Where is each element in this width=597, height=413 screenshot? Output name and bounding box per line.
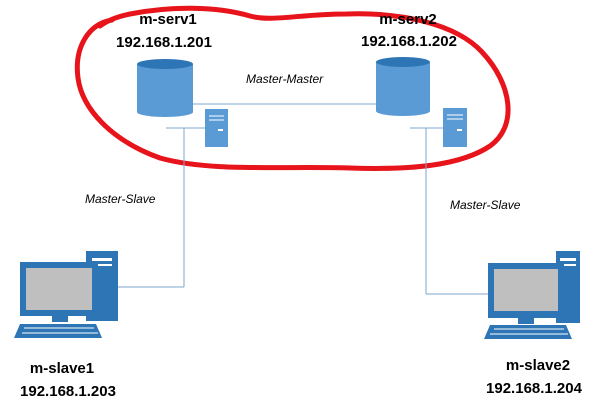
master-slave-left-label: Master-Slave — [85, 192, 156, 206]
server-tower-icon — [443, 108, 467, 147]
m-slave2-name: m-slave2 — [505, 357, 571, 374]
m-serv1-ip: 192.168.1.201 — [116, 34, 212, 51]
m-slave2-ip: 192.168.1.204 — [486, 380, 582, 397]
m-slave1-name: m-slave1 — [29, 360, 95, 377]
master-master-label: Master-Master — [246, 72, 324, 86]
desktop-computer-icon — [484, 251, 580, 339]
m-slave1-ip: 192.168.1.203 — [20, 383, 116, 400]
desktop-computer-icon — [14, 251, 118, 338]
highlight-outline — [74, 5, 511, 171]
database-icon — [376, 57, 430, 116]
server-tower-icon — [205, 109, 228, 147]
m-serv2-name: m-serv2 — [379, 11, 437, 28]
database-icon — [137, 59, 193, 117]
m-serv1-name: m-serv1 — [139, 11, 197, 28]
master-slave-right-label: Master-Slave — [450, 198, 521, 212]
m-serv2-ip: 192.168.1.202 — [361, 33, 457, 50]
